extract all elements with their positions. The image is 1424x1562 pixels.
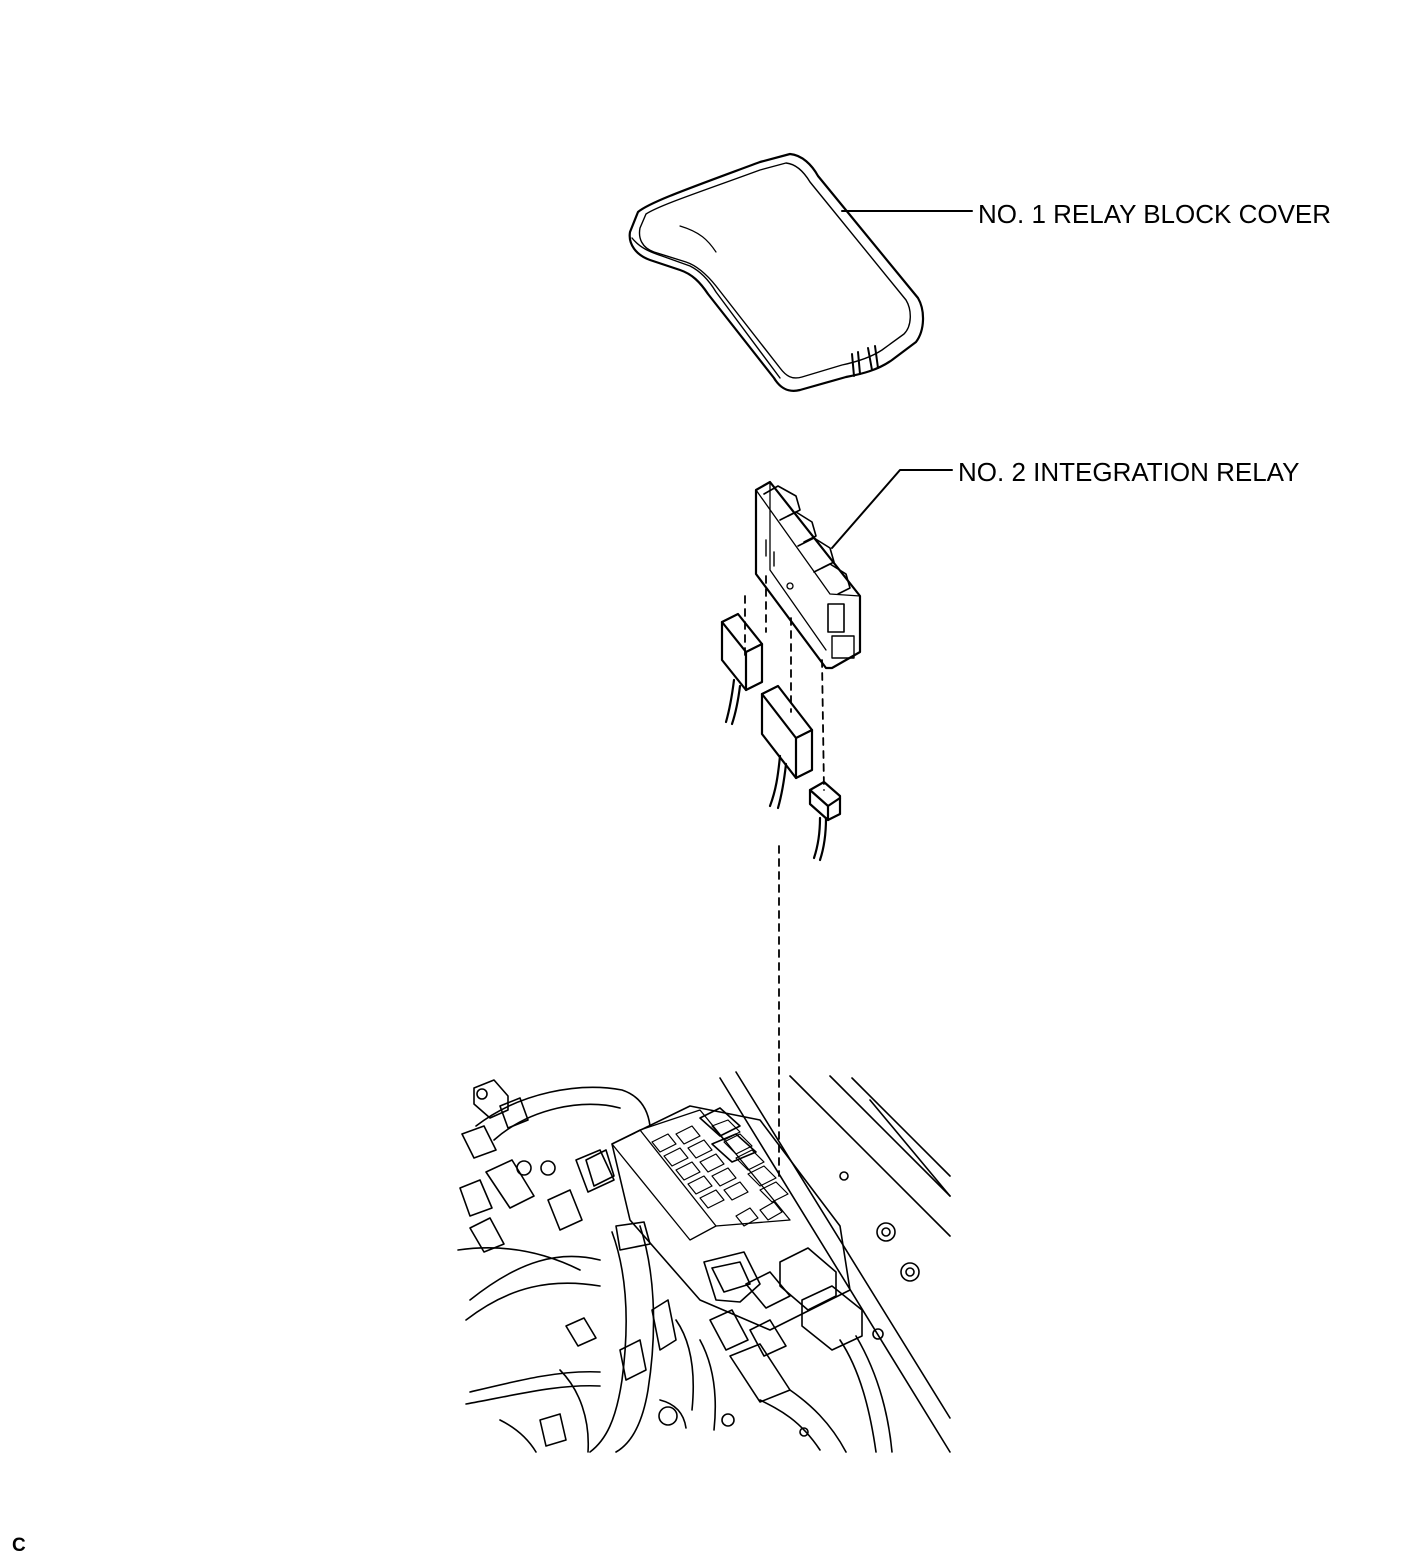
connector-left	[720, 612, 764, 726]
integration-relay-label: NO. 2 INTEGRATION RELAY	[958, 457, 1300, 487]
connector-small	[808, 780, 842, 862]
integration-relay	[754, 480, 862, 670]
relay-block-cover	[628, 152, 925, 392]
connector-center	[760, 684, 814, 810]
relay-block-cover-label: NO. 1 RELAY BLOCK COVER	[978, 199, 1332, 229]
illustration-code: C	[12, 1535, 26, 1556]
alignment-dashes	[744, 575, 825, 1177]
relay-leader-line	[831, 469, 953, 549]
engine-compartment	[457, 1071, 951, 1453]
